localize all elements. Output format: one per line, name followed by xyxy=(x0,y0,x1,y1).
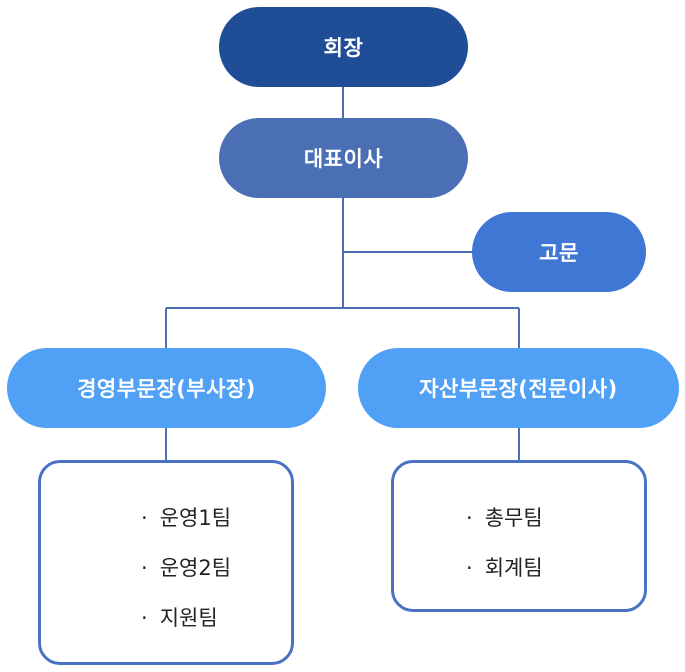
chairman-node: 회장 xyxy=(219,7,468,87)
advisor-node: 고문 xyxy=(472,212,646,292)
team-item: · 지원팀 xyxy=(141,595,291,645)
team-item: · 회계팀 xyxy=(466,545,644,595)
team-label: 총무팀 xyxy=(484,506,543,530)
team-item: · 총무팀 xyxy=(466,495,644,545)
management-division-node: 경영부문장(부사장) xyxy=(7,348,326,428)
chairman-label: 회장 xyxy=(323,36,364,60)
bullet: · xyxy=(466,506,473,530)
asset-division-label: 자산부문장(전문이사) xyxy=(419,377,618,401)
team-label: 회계팀 xyxy=(484,556,543,580)
team-item: · 운영1팀 xyxy=(141,495,291,545)
ceo-label: 대표이사 xyxy=(303,147,384,171)
team-item: · 운영2팀 xyxy=(141,545,291,595)
bullet: · xyxy=(141,556,148,580)
bullet: · xyxy=(141,506,148,530)
bullet: · xyxy=(466,556,473,580)
advisor-label: 고문 xyxy=(539,241,579,265)
bullet: · xyxy=(141,606,148,630)
ceo-node: 대표이사 xyxy=(219,118,468,198)
asset-teams-box: · 총무팀 · 회계팀 xyxy=(391,460,647,612)
asset-division-node: 자산부문장(전문이사) xyxy=(358,348,679,428)
management-division-label: 경영부문장(부사장) xyxy=(77,377,256,401)
management-teams-box: · 운영1팀 · 운영2팀 · 지원팀 xyxy=(38,460,294,665)
team-label: 운영1팀 xyxy=(159,506,232,530)
team-label: 운영2팀 xyxy=(159,556,232,580)
team-label: 지원팀 xyxy=(159,606,218,630)
